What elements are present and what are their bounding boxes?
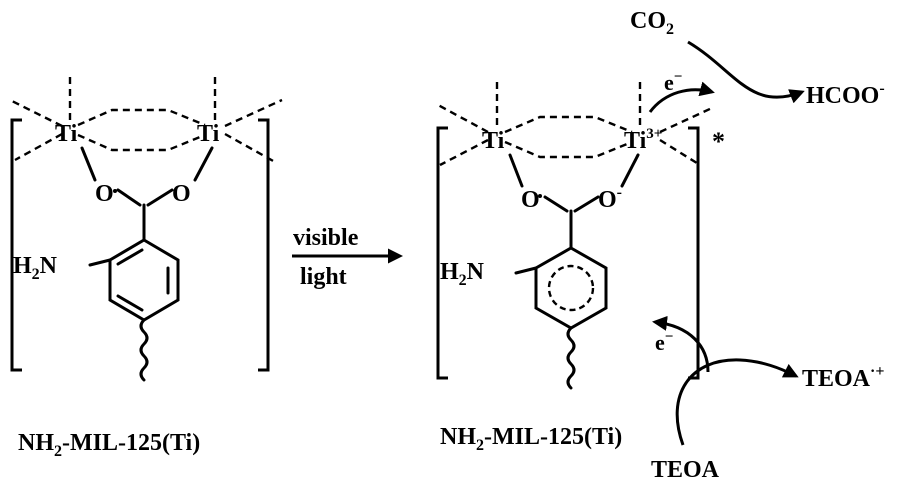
electron-transfer-arrow-top [648,81,715,113]
left-open-bracket [10,118,22,372]
right-ti-1: Ti [482,128,505,154]
left-framework-dashes [9,75,283,164]
electron-transfer-arrow-bottom [652,315,710,373]
oxidation-arrow [675,358,799,446]
right-open-bracket [436,126,448,380]
right-caption: NH2-MIL-125(Ti) [440,424,622,454]
right-complex: Ti Ti3+ * O O- H2N NH2-MIL-125(Ti) [436,82,725,454]
right-close-bracket [688,126,700,380]
left-oxygen-1: O [95,181,114,207]
left-caption: NH2-MIL-125(Ti) [18,430,200,460]
light-label: light [300,264,347,290]
left-ti-2: Ti [197,121,220,147]
oxidation-half: e− TEOA·+ TEOA [651,315,884,483]
teoa-radical-label: TEOA·+ [802,363,884,392]
reduction-arrow [687,40,805,104]
left-ti-1: Ti [55,121,78,147]
right-ti-2: Ti3+ [624,126,662,154]
co2-label: CO2 [630,8,674,38]
right-oxygen-2: O- [598,184,622,213]
right-oxygen-1: O [521,187,540,213]
right-wavy-bond [566,326,576,390]
right-framework-dashes [437,82,713,167]
formate-label: HCOO- [806,80,885,109]
left-wavy-bond [139,318,149,382]
teoa-label: TEOA [651,457,720,483]
right-excited-mark: * [712,127,725,156]
right-amine-group: H2N [440,259,485,289]
right-benzene-ring [534,246,608,330]
right-delocalized-ring [547,264,595,312]
visible-label: visible [293,225,359,251]
left-oxygen-2: O [172,181,191,207]
reaction-arrow-group: visible light [292,225,403,290]
left-close-bracket [258,118,270,372]
reduction-half: CO2 e− HCOO- [630,8,885,113]
electron-label-top: e− [664,69,682,95]
left-amine-group: H2N [13,253,58,283]
left-complex: Ti Ti O O H2N NH2-MIL-125(Ti) [9,75,283,460]
electron-label-bottom: e− [655,329,673,355]
